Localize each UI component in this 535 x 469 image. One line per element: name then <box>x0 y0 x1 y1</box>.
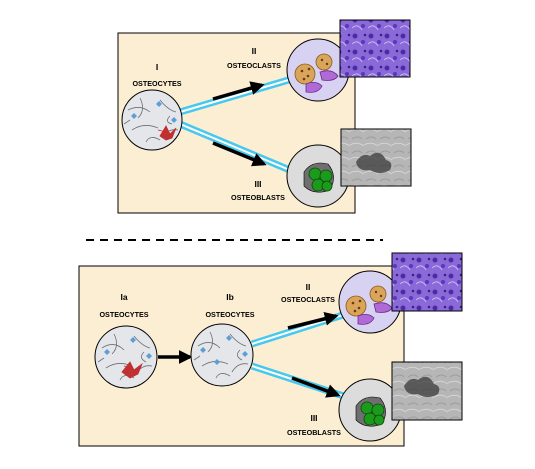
osteocytes-label: OSTEOCYTES <box>132 79 181 88</box>
osteocyte-network-icon <box>94 325 158 389</box>
osteoblast-micrograph <box>340 128 412 187</box>
arrow-to-osteoblasts <box>291 376 341 398</box>
osteoblast-icon <box>338 378 402 442</box>
arrow-to-osteoblasts <box>212 141 267 167</box>
osteoblasts-number: III <box>310 413 317 423</box>
osteocytes-b-number: Ib <box>226 292 234 302</box>
osteoclasts-number: II <box>306 282 311 292</box>
osteoblast-icon <box>286 144 350 208</box>
osteoblasts-label: OSTEOBLASTS <box>287 428 341 437</box>
bottom-panel: Ia OSTEOCYTES Ib OSTEOCYTES II OSTEOCLAS… <box>78 252 463 447</box>
osteocytes-b-label: OSTEOCYTES <box>205 310 254 319</box>
osteocyte-network-icon <box>121 89 183 151</box>
osteoclasts-label: OSTEOCLASTS <box>281 295 335 304</box>
arrow-to-osteoclasts <box>212 81 265 101</box>
channel-to-osteoblasts <box>178 120 294 175</box>
osteocytes-a-label: OSTEOCYTES <box>99 310 148 319</box>
osteoclasts-number: II <box>252 46 257 56</box>
osteocytes-a-number: Ia <box>120 292 127 302</box>
osteoclast-micrograph <box>339 19 411 78</box>
osteocytes-number: I <box>156 62 158 72</box>
osteocyte-network-icon <box>190 323 254 387</box>
osteoclast-icon <box>286 38 350 102</box>
osteoclasts-label: OSTEOCLASTS <box>227 61 281 70</box>
arrow-to-osteoclasts <box>287 311 339 330</box>
osteoblast-micrograph <box>391 361 463 421</box>
osteoclast-micrograph <box>391 252 463 312</box>
channel-to-osteoclasts <box>179 75 293 116</box>
osteoblasts-label: OSTEOBLASTS <box>231 193 285 202</box>
osteoblasts-number: III <box>254 179 261 189</box>
top-panel: I OSTEOCYTES II OSTEOCLASTS III OSTEOBLA… <box>117 19 412 214</box>
osteoclast-icon <box>338 270 402 334</box>
